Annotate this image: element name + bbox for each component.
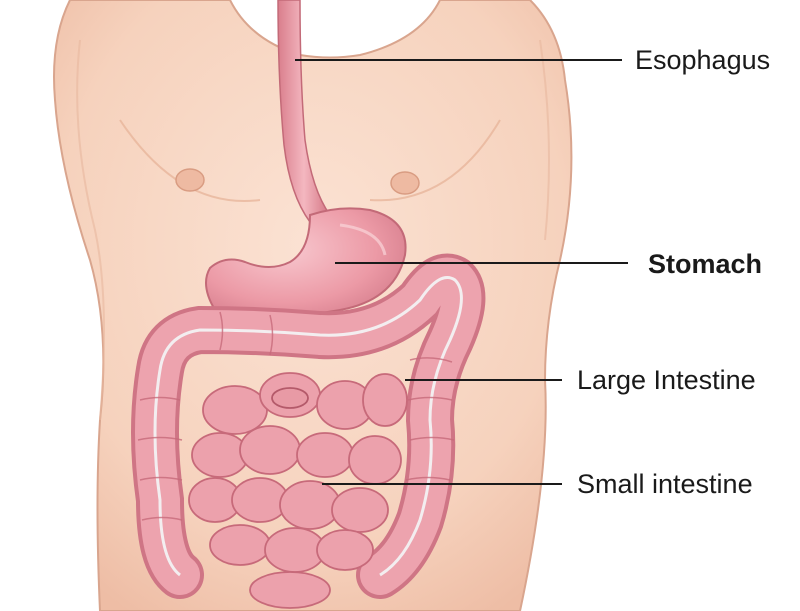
large-intestine [131, 253, 486, 599]
esophagus-label: Esophagus [635, 45, 771, 75]
leader-lines [295, 59, 628, 485]
stomach-label: Stomach [648, 249, 763, 279]
left-nipple [175, 168, 205, 192]
right-nipple [390, 171, 420, 195]
large-intestine-label: Large Intestine [577, 365, 756, 395]
small-intestine-label: Small intestine [577, 469, 753, 499]
small-intestine [188, 372, 408, 609]
